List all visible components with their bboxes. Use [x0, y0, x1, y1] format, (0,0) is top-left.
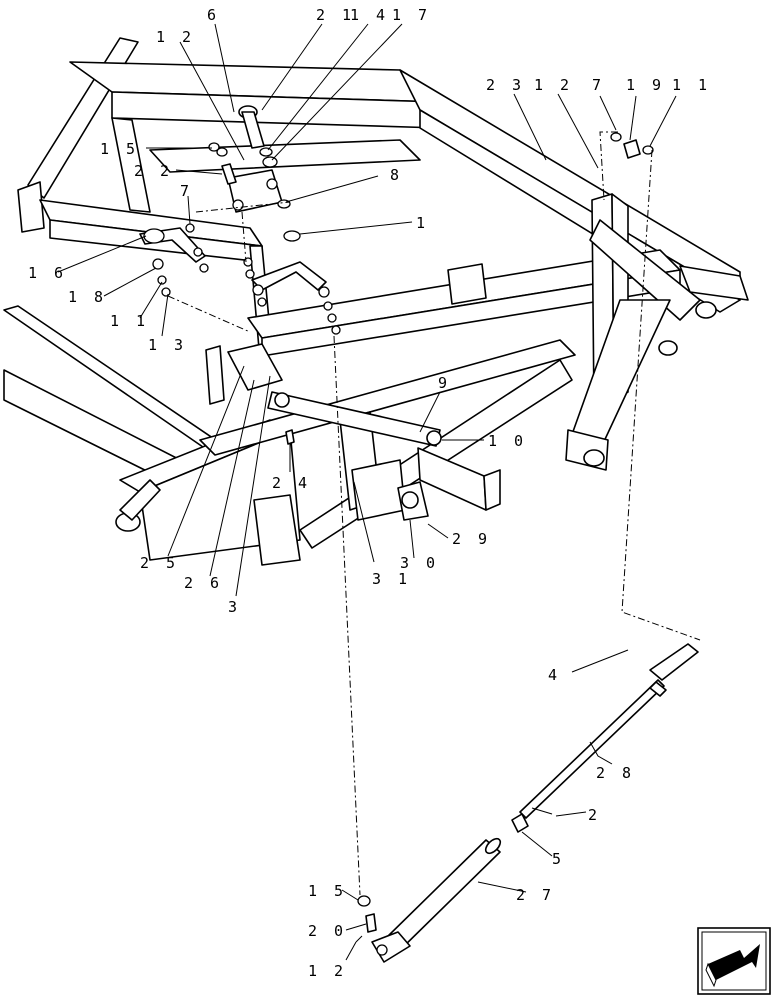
callout-11: 1 1 — [672, 76, 711, 94]
callout-labels: 6 2 1 1 4 1 7 1 2 1 5 2 2 7 8 1 1 6 1 8 … — [28, 6, 711, 980]
callout-8: 8 — [390, 166, 403, 184]
callout-3: 3 — [228, 598, 241, 616]
callout-21: 2 1 — [316, 6, 355, 24]
callout-14: 1 4 — [350, 6, 389, 24]
callout-4: 4 — [548, 666, 561, 684]
callout-12: 1 2 — [534, 76, 573, 94]
callout-19: 1 9 — [626, 76, 665, 94]
rod-assembly — [355, 643, 699, 963]
callout-5: 5 — [552, 850, 565, 868]
callout-30: 3 0 — [400, 554, 439, 572]
callout-13: 1 3 — [148, 336, 187, 354]
callout-20: 2 0 — [308, 922, 347, 940]
callout-1: 1 — [416, 214, 429, 232]
callout-7: 7 — [180, 182, 193, 200]
callout-26: 2 6 — [184, 574, 223, 592]
callout-11: 1 1 — [110, 312, 149, 330]
callout-16: 1 6 — [28, 264, 67, 282]
next-page-arrow-icon[interactable] — [697, 927, 771, 995]
callout-25: 2 5 — [140, 554, 179, 572]
callout-15: 1 5 — [100, 140, 139, 158]
callout-9: 9 — [438, 374, 451, 392]
upper-linkage — [139, 105, 654, 445]
frame-assembly — [3, 37, 749, 566]
callout-24: 2 4 — [272, 474, 311, 492]
alignment-lines — [167, 131, 701, 896]
callout-7: 7 — [592, 76, 605, 94]
callout-28: 2 8 — [596, 764, 635, 782]
callout-29: 2 9 — [452, 530, 491, 548]
callout-17: 1 7 — [392, 6, 431, 24]
callout-18: 1 8 — [68, 288, 107, 306]
callout-12: 1 2 — [308, 962, 347, 980]
callout-15: 1 5 — [308, 882, 347, 900]
callout-12: 1 2 — [156, 28, 195, 46]
callout-2: 2 — [588, 806, 601, 824]
callout-10: 1 0 — [488, 432, 527, 450]
callout-27: 2 7 — [516, 886, 555, 904]
callout-22: 2 2 — [134, 162, 173, 180]
callout-31: 3 1 — [372, 570, 411, 588]
callout-6: 6 — [207, 6, 220, 24]
leader-lines — [57, 23, 677, 961]
callout-23: 2 3 — [486, 76, 525, 94]
